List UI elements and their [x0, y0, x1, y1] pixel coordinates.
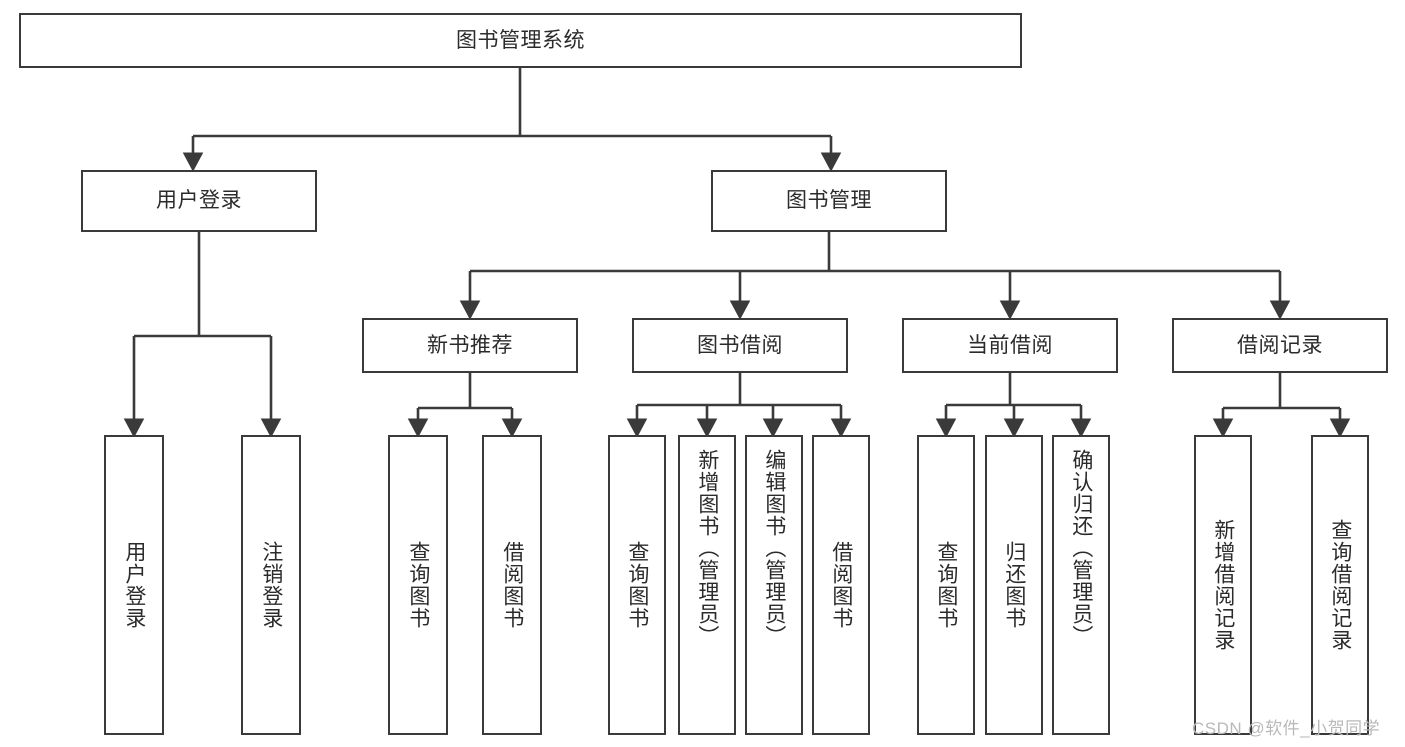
- leaf-current-query-book[interactable]: 查询图书: [917, 435, 975, 735]
- node-new-book-recommend[interactable]: 新书推荐: [362, 318, 578, 373]
- node-root[interactable]: 图书管理系统: [19, 13, 1022, 68]
- leaf-current-return-book-label: 归还图书: [1002, 541, 1026, 629]
- leaf-borrow-query-book[interactable]: 查询图书: [608, 435, 666, 735]
- leaf-borrow-edit-book[interactable]: 编辑图书（管理员）: [745, 435, 803, 735]
- leaf-borrow-add-book-label: 新增图书（管理员）: [695, 449, 719, 647]
- leaf-record-add[interactable]: 新增借阅记录: [1194, 435, 1252, 735]
- node-new-book-recommend-label: 新书推荐: [427, 333, 513, 357]
- leaf-borrow-do-borrow-label: 借阅图书: [829, 541, 853, 629]
- leaf-recommend-query-book[interactable]: 查询图书: [388, 435, 448, 735]
- node-book-manage-label: 图书管理: [786, 189, 872, 213]
- leaf-user-login[interactable]: 用户登录: [104, 435, 164, 735]
- node-root-label: 图书管理系统: [456, 28, 585, 52]
- leaf-record-add-label: 新增借阅记录: [1211, 519, 1235, 651]
- node-current-borrow-label: 当前借阅: [967, 333, 1053, 357]
- node-book-borrow[interactable]: 图书借阅: [632, 318, 848, 373]
- leaf-user-login-label: 用户登录: [122, 541, 146, 629]
- leaf-logout[interactable]: 注销登录: [241, 435, 301, 735]
- node-user-login-label: 用户登录: [156, 189, 242, 213]
- leaf-current-confirm-return[interactable]: 确认归还（管理员）: [1052, 435, 1110, 735]
- leaf-borrow-add-book[interactable]: 新增图书（管理员）: [678, 435, 736, 735]
- leaf-borrow-edit-book-label: 编辑图书（管理员）: [762, 449, 786, 647]
- node-borrow-record-label: 借阅记录: [1237, 333, 1323, 357]
- leaf-borrow-query-book-label: 查询图书: [625, 541, 649, 629]
- csdn-watermark: CSDN @软件_小贺同学: [1192, 719, 1381, 738]
- leaf-recommend-borrow-book-label: 借阅图书: [500, 541, 524, 629]
- leaf-record-search[interactable]: 查询借阅记录: [1311, 435, 1369, 735]
- leaf-logout-label: 注销登录: [259, 541, 283, 629]
- leaf-current-query-book-label: 查询图书: [934, 541, 958, 629]
- node-borrow-record[interactable]: 借阅记录: [1172, 318, 1388, 373]
- leaf-record-search-label: 查询借阅记录: [1328, 519, 1352, 651]
- node-user-login[interactable]: 用户登录: [81, 170, 317, 232]
- leaf-recommend-borrow-book[interactable]: 借阅图书: [482, 435, 542, 735]
- node-current-borrow[interactable]: 当前借阅: [902, 318, 1118, 373]
- node-book-borrow-label: 图书借阅: [697, 333, 783, 357]
- leaf-recommend-query-book-label: 查询图书: [406, 541, 430, 629]
- node-book-manage[interactable]: 图书管理: [711, 170, 947, 232]
- leaf-current-confirm-return-label: 确认归还（管理员）: [1069, 449, 1093, 647]
- leaf-borrow-do-borrow[interactable]: 借阅图书: [812, 435, 870, 735]
- leaf-current-return-book[interactable]: 归还图书: [985, 435, 1043, 735]
